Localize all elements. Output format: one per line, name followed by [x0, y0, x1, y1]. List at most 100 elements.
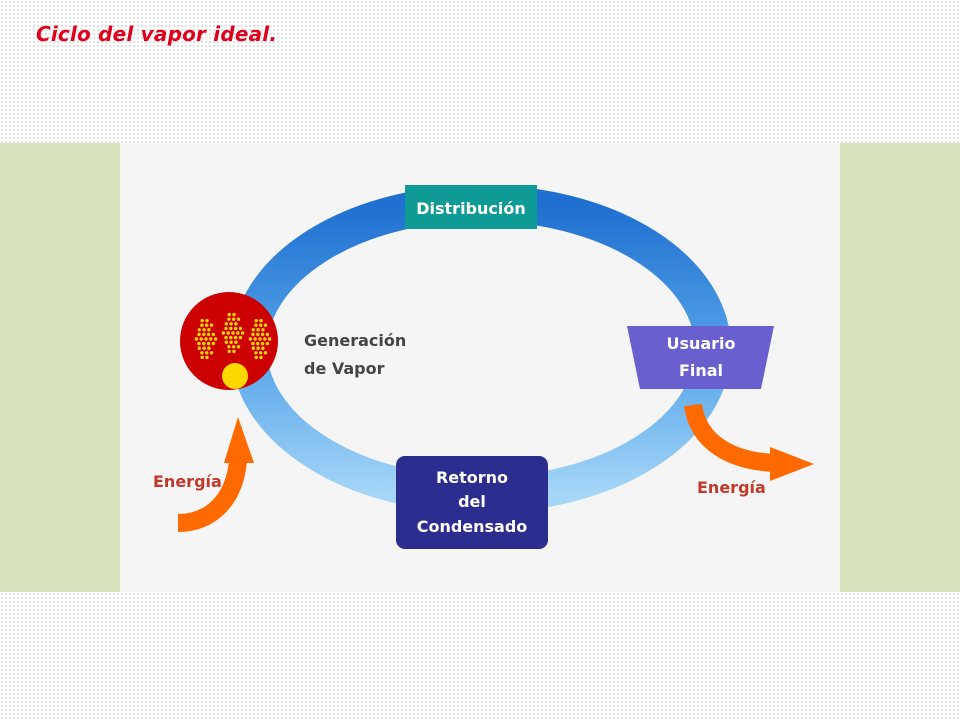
flame-dot [238, 326, 243, 331]
flame-dot [200, 351, 204, 355]
flame-dot [251, 341, 255, 346]
flame-dot [197, 346, 201, 350]
flame-dot [226, 331, 230, 335]
energy-out-label: Energía [697, 478, 766, 497]
flame-dot [263, 323, 268, 327]
energy-in-label: Energía [153, 472, 222, 491]
flame-dot [259, 318, 263, 323]
slide-title: Ciclo del vapor ideal. [36, 22, 278, 46]
flame-dot [202, 328, 206, 332]
energy-in-arrow-icon [177, 417, 254, 532]
flame-dot [258, 337, 262, 341]
flame-dot [259, 351, 263, 355]
flame-dot [205, 355, 209, 360]
flame-dot [256, 332, 260, 337]
generation-label-line1: Generación [304, 331, 406, 350]
flame-dot [211, 341, 216, 346]
flame-dot [238, 335, 243, 340]
flame-dot [200, 323, 204, 327]
flame-dot [265, 341, 270, 346]
flame-dot [229, 340, 233, 344]
energy-out-arrow-icon [684, 403, 814, 481]
flame-dot [213, 337, 218, 341]
flame-dot [221, 331, 226, 335]
flame-dot [260, 341, 265, 346]
flame-dot [240, 331, 245, 335]
flame-dot [234, 322, 238, 326]
flame-dot [267, 337, 272, 341]
return-label-line3: Condensado [417, 517, 528, 536]
flame-dot [254, 355, 258, 360]
end-user-label-line1: Usuario [666, 334, 735, 353]
flame-dot [209, 323, 214, 327]
flame-dot [232, 312, 236, 317]
flame-dot [251, 346, 255, 350]
flame-dot [205, 323, 209, 327]
flame-dot [224, 326, 228, 331]
flame-dot [227, 312, 231, 317]
flame-dot [261, 328, 265, 332]
flame-dot [231, 331, 235, 335]
flame-dot [224, 340, 228, 344]
flame-dot [227, 345, 231, 349]
flame-dot [259, 323, 263, 327]
diagram-canvas: Distribución Usuario Final Retorno del C… [153, 185, 814, 549]
flame-dot [254, 351, 258, 355]
steam-cycle-diagram: Distribución Usuario Final Retorno del C… [120, 143, 840, 592]
flame-dot [263, 337, 267, 341]
flame-dot [197, 341, 201, 346]
flame-dot [256, 346, 260, 350]
flame-dot [224, 322, 228, 326]
generation-label-line2: de Vapor [304, 359, 385, 378]
flame-dot [205, 351, 209, 355]
flame-dot [232, 349, 236, 354]
flame-dot [227, 349, 231, 354]
flame-dot [206, 332, 211, 337]
flame-dot [227, 317, 231, 321]
flame-dot [253, 337, 257, 341]
flame-dot [209, 337, 213, 341]
flame-dot [251, 328, 255, 332]
flame-dot [202, 332, 206, 337]
flame-dot [234, 340, 238, 344]
end-user-label-line2: Final [679, 361, 723, 380]
flame-dot [205, 318, 209, 323]
flame-dot [256, 328, 260, 332]
flame-dot [197, 328, 201, 332]
flame-dot [263, 351, 268, 355]
flame-dot [197, 332, 201, 337]
return-label-line1: Retorno [436, 468, 508, 487]
flame-dot [207, 328, 211, 332]
flame-dot [256, 341, 260, 346]
flame-dot [236, 317, 241, 321]
end-user-node: Usuario Final [627, 326, 774, 389]
flame-dot [236, 345, 241, 349]
flame-dot [202, 341, 206, 346]
flame-dot [206, 341, 211, 346]
flame-dot [265, 332, 270, 337]
right-side-panel [840, 143, 960, 592]
distribution-node: Distribución [405, 185, 537, 229]
flame-dots [194, 312, 272, 360]
return-label-line2: del [458, 492, 486, 511]
distribution-label: Distribución [416, 199, 526, 218]
flame-dot [207, 346, 211, 350]
left-side-panel [0, 143, 120, 592]
flame-dot [251, 332, 255, 337]
flame-dot [229, 335, 233, 340]
condensate-return-node: Retorno del Condensado [396, 456, 548, 549]
flame-dot [254, 323, 258, 327]
flame-dot [200, 355, 204, 360]
flame-dot [261, 346, 265, 350]
flame-dot [209, 351, 214, 355]
flame-dot [233, 335, 238, 340]
flame-dot [204, 337, 208, 341]
boiler-flame-icon [180, 292, 278, 390]
flame-dot [211, 332, 216, 337]
flame-dot [259, 355, 263, 360]
flame-dot [200, 318, 204, 323]
flame-dot [232, 317, 236, 321]
flame-dot [260, 332, 265, 337]
flame-dot [248, 337, 253, 341]
flame-dot [194, 337, 199, 341]
